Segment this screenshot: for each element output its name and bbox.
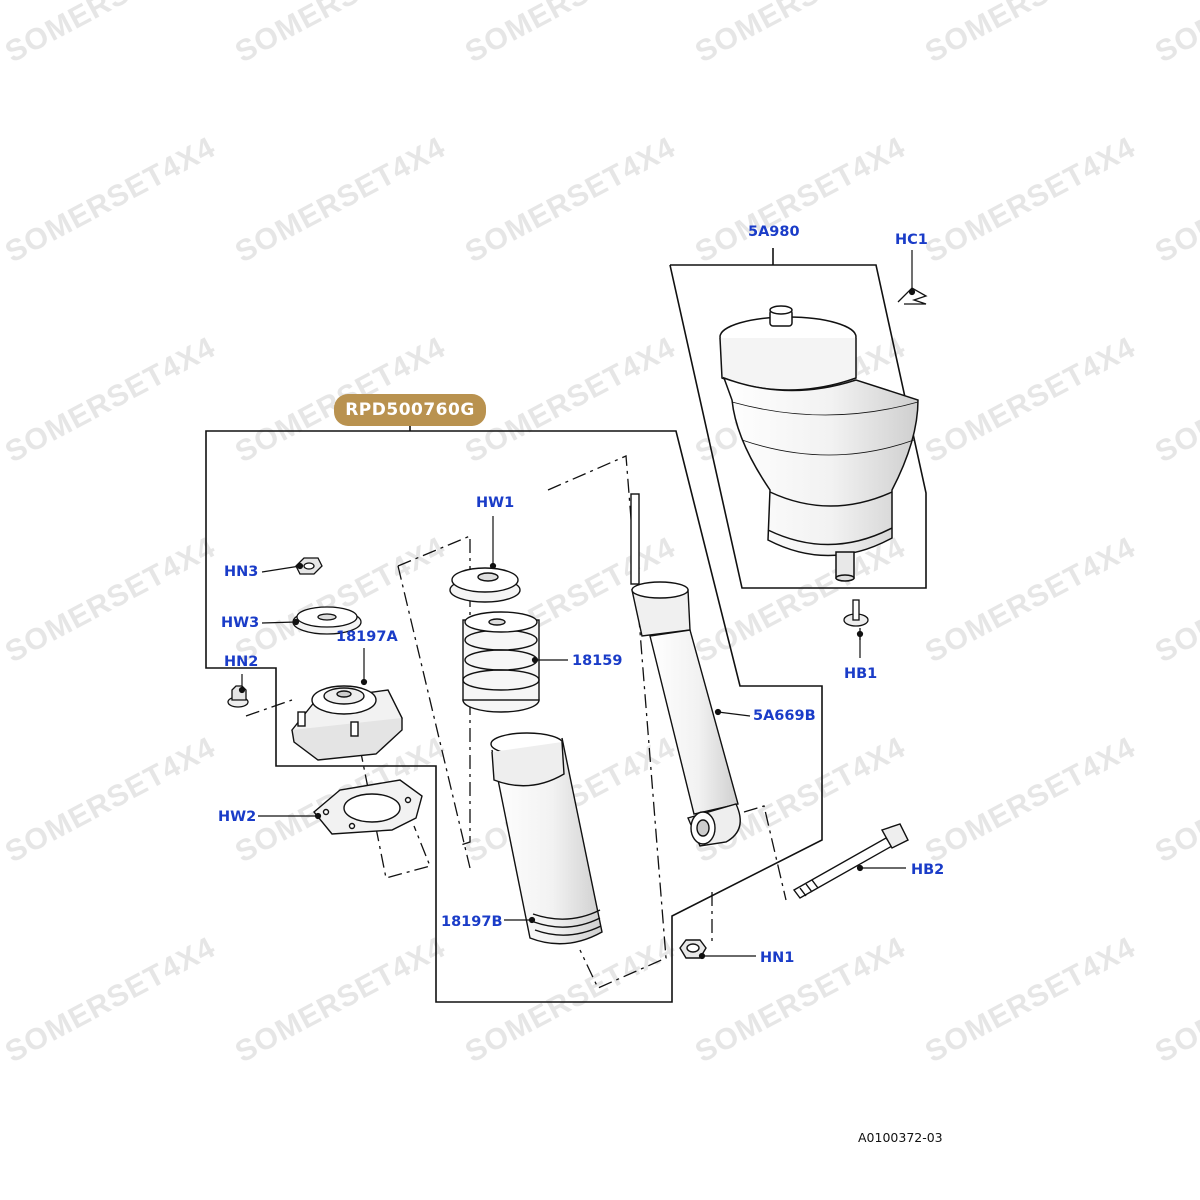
kit-outline bbox=[205, 430, 823, 1003]
label-air-spring[interactable]: 5A980 bbox=[748, 224, 800, 240]
lower-nut-drawing bbox=[679, 939, 707, 959]
label-upper-bolt[interactable]: HB1 bbox=[844, 666, 878, 682]
label-bump-stop-washer[interactable]: HW1 bbox=[476, 495, 515, 511]
upper-nut-drawing bbox=[295, 557, 323, 575]
damper-drawing bbox=[630, 493, 741, 847]
align-line-damper bbox=[547, 455, 667, 989]
label-bump-stop[interactable]: 18159 bbox=[572, 653, 623, 669]
bump-stop-washer-drawing bbox=[449, 567, 521, 603]
lower-bolt-drawing bbox=[792, 823, 909, 899]
label-lower-bolt[interactable]: HB2 bbox=[911, 862, 945, 878]
label-lower-nut[interactable]: HN1 bbox=[760, 950, 795, 966]
upper-bolt-drawing bbox=[843, 599, 869, 627]
mount-gasket-drawing bbox=[313, 779, 423, 835]
label-damper[interactable]: 5A669B bbox=[753, 708, 816, 724]
diagram-reference: A0100372-03 bbox=[858, 1130, 943, 1145]
label-mount-nut[interactable]: HN2 bbox=[224, 654, 259, 670]
air-spring-outline bbox=[669, 264, 927, 589]
bump-stop-drawing bbox=[462, 611, 540, 713]
label-mount-gasket[interactable]: HW2 bbox=[218, 809, 257, 825]
kit-badge[interactable]: RPD500760G bbox=[334, 394, 486, 426]
dust-boot-drawing bbox=[490, 732, 603, 945]
air-spring-drawing bbox=[719, 305, 919, 582]
upper-washer-drawing bbox=[292, 606, 362, 635]
align-line-hb2 bbox=[711, 805, 787, 944]
mount-nut-drawing bbox=[227, 685, 249, 708]
label-upper-washer[interactable]: HW3 bbox=[221, 615, 260, 631]
top-mount-drawing bbox=[290, 685, 403, 761]
label-upper-nut[interactable]: HN3 bbox=[224, 564, 259, 580]
label-clip[interactable]: HC1 bbox=[895, 232, 928, 248]
label-dust-boot[interactable]: 18197B bbox=[441, 914, 503, 930]
align-line-boot bbox=[397, 535, 471, 869]
label-top-mount[interactable]: 18197A bbox=[336, 629, 398, 645]
